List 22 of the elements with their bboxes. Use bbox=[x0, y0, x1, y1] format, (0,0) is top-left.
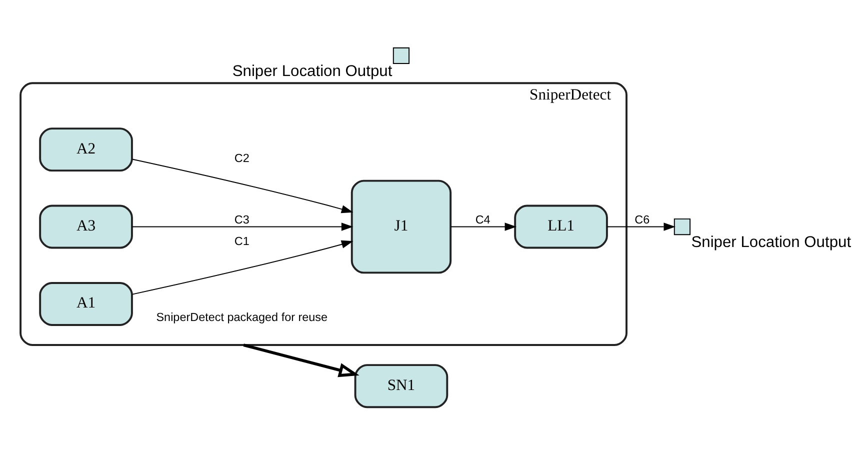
arrow bbox=[243, 344, 360, 378]
node-label: Sniper Location Output bbox=[232, 63, 392, 80]
arrow bbox=[132, 158, 354, 214]
arrow bbox=[132, 240, 354, 295]
node-box bbox=[392, 47, 410, 64]
edge-label: C1 bbox=[234, 234, 250, 248]
node-box: LL1 bbox=[514, 204, 608, 249]
edge-label: C6 bbox=[634, 213, 650, 226]
node-box: A3 bbox=[39, 204, 133, 249]
node-box bbox=[674, 218, 691, 236]
node-label: Sniper Location Output bbox=[691, 234, 852, 252]
node-box: A2 bbox=[39, 128, 133, 172]
arrow bbox=[132, 222, 354, 231]
node-box: A1 bbox=[39, 282, 133, 326]
arrow bbox=[450, 222, 517, 231]
edge-label: C2 bbox=[234, 152, 250, 165]
edge-label: SniperDetect packaged for reuse bbox=[156, 311, 328, 324]
node-box: SN1 bbox=[354, 364, 448, 408]
edge-label: C3 bbox=[234, 213, 250, 226]
edge-label: C4 bbox=[475, 213, 490, 226]
node-box: J1 bbox=[350, 180, 452, 274]
arrow bbox=[606, 222, 676, 231]
